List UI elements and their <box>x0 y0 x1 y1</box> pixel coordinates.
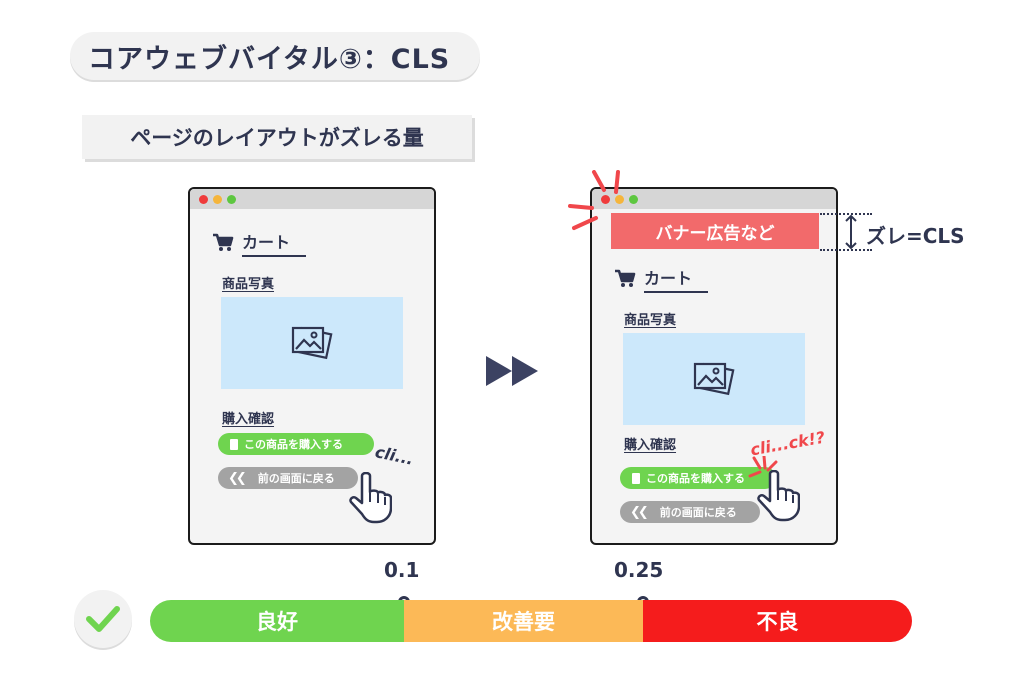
purchase-label: 購入確認 <box>624 438 677 453</box>
threshold-label-high: 0.25 <box>614 558 664 582</box>
buy-button-label: この商品を購入する <box>646 472 745 485</box>
back-button[interactable]: ❮❮ 前の画面に戻る <box>620 501 760 523</box>
double-arrow-right-icon <box>486 356 538 386</box>
banner-ad[interactable]: バナー広告など <box>611 213 819 249</box>
cls-scale-bar: 良好 改善要 不良 <box>150 600 912 642</box>
cart-link[interactable]: カート <box>212 229 307 257</box>
browser-titlebar <box>592 189 836 209</box>
shift-label: ズレ=CLS <box>866 224 965 248</box>
window-maximize-dot <box>227 195 236 204</box>
shift-bottom-line <box>820 249 872 251</box>
check-icon <box>86 606 120 632</box>
page-title: コアウェブバイタル③：CLS <box>70 32 480 80</box>
photo-label: 商品写真 <box>222 277 275 292</box>
cart-icon <box>615 269 636 287</box>
cart-label: カート <box>644 265 709 293</box>
subtitle-tag: ページのレイアウトがズレる量 <box>82 115 472 159</box>
image-icon <box>291 326 333 360</box>
window-maximize-dot <box>629 195 638 204</box>
scale-segment-good: 良好 <box>150 600 404 642</box>
double-chevron-left-icon: ❮❮ <box>630 504 649 520</box>
cart-icon <box>213 233 234 251</box>
back-button[interactable]: ❮❮ 前の画面に戻る <box>218 467 358 489</box>
cart-link[interactable]: カート <box>614 265 709 293</box>
pointer-hand-icon <box>757 470 800 522</box>
cart-label: カート <box>242 229 307 257</box>
scale-segment-poor: 不良 <box>643 600 912 642</box>
buy-button-label: この商品を購入する <box>244 438 343 451</box>
window-minimize-dot <box>615 195 624 204</box>
image-icon <box>693 362 735 396</box>
shift-top-line <box>820 213 872 215</box>
check-badge <box>74 590 132 648</box>
back-button-label: 前の画面に戻る <box>659 506 737 519</box>
threshold-label-low: 0.1 <box>384 558 420 582</box>
buy-button[interactable]: この商品を購入する <box>218 433 374 455</box>
window-close-dot <box>601 195 610 204</box>
window-minimize-dot <box>213 195 222 204</box>
buy-button[interactable]: この商品を購入する <box>620 467 776 489</box>
shock-lines-small-icon <box>748 456 778 478</box>
document-icon <box>230 438 238 450</box>
scale-segment-needs-improvement: 改善要 <box>404 600 643 642</box>
document-icon <box>632 472 640 484</box>
back-button-label: 前の画面に戻る <box>257 472 335 485</box>
browser-titlebar <box>190 189 434 209</box>
shock-lines-icon <box>568 170 620 230</box>
photo-label: 商品写真 <box>624 313 677 328</box>
browser-before: カート 商品写真 購入確認 この商品を購入する ❮❮ 前の画面に戻る <box>188 187 436 545</box>
product-photo <box>221 297 403 389</box>
pointer-hand-icon <box>349 472 392 524</box>
product-photo <box>623 333 805 425</box>
purchase-label: 購入確認 <box>222 412 275 427</box>
vertical-arrow-icon <box>845 214 857 250</box>
double-chevron-left-icon: ❮❮ <box>228 470 247 486</box>
window-close-dot <box>199 195 208 204</box>
